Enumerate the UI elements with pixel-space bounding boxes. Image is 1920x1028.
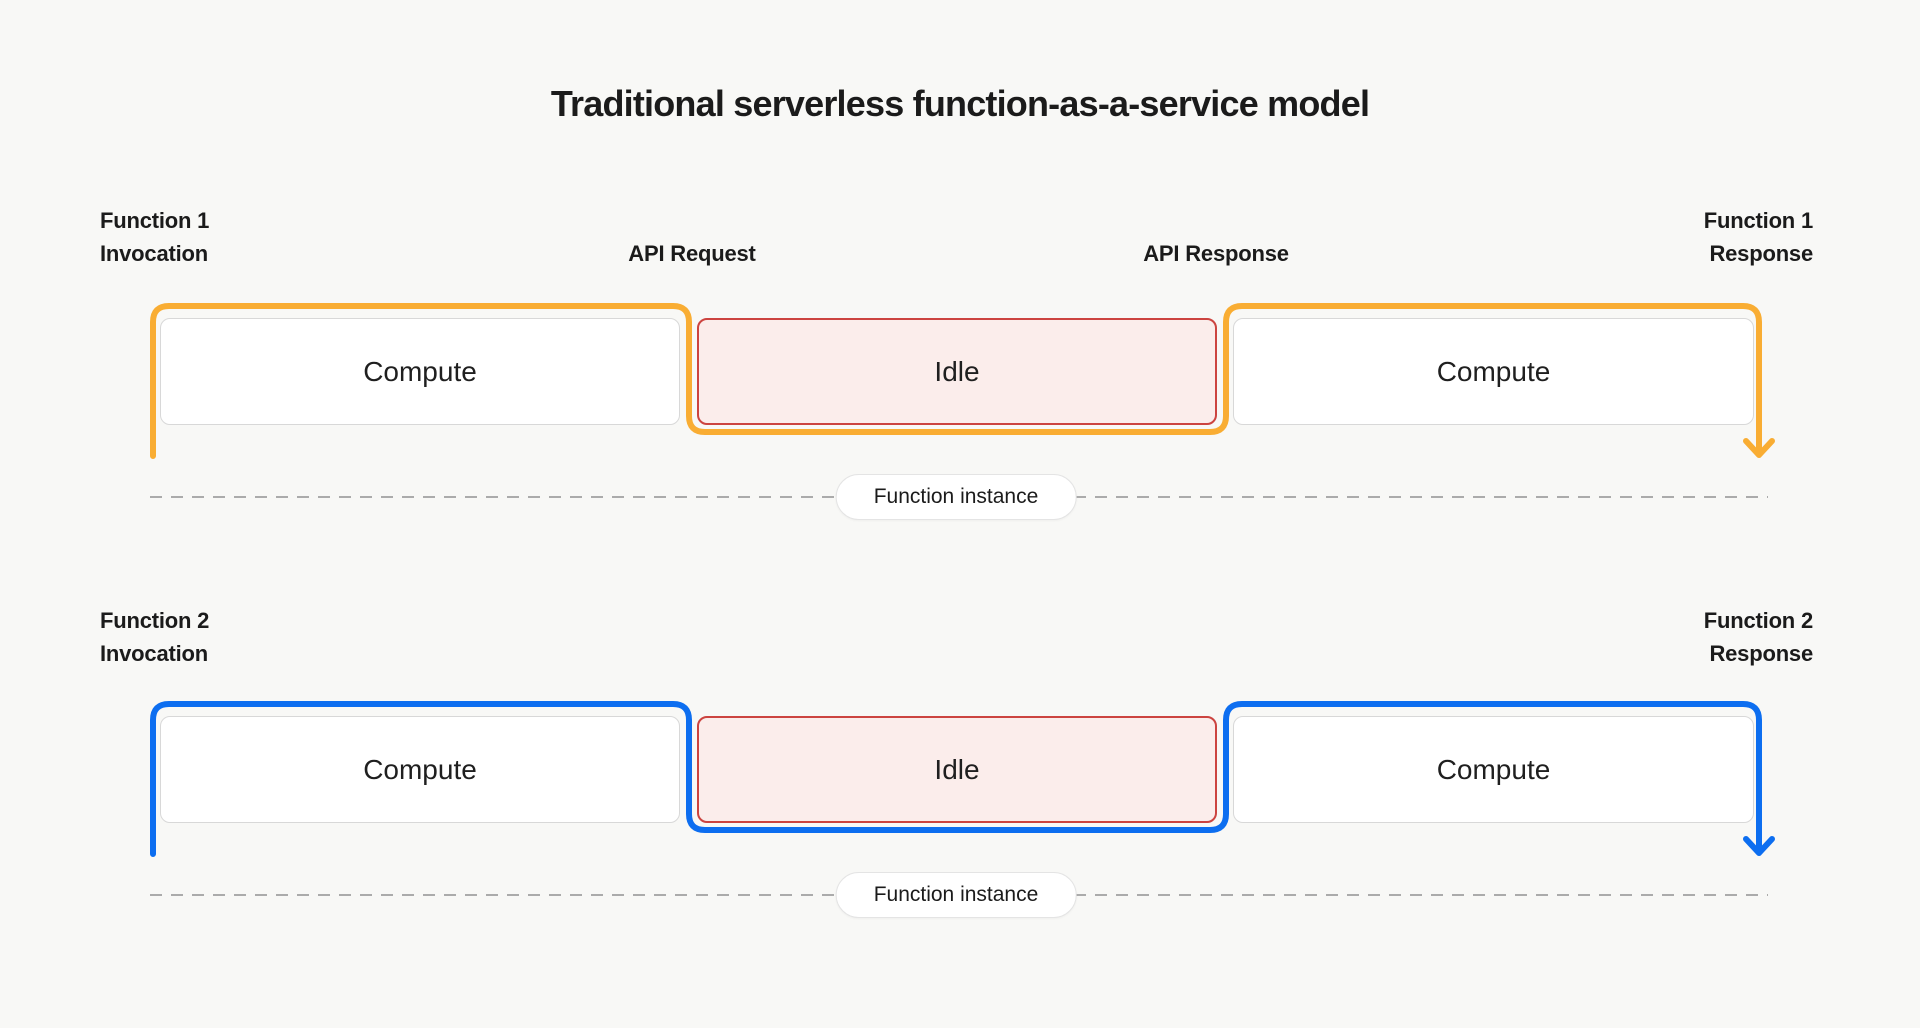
function1-flow-path (150, 303, 1762, 459)
function1-response-line2: Response (1709, 241, 1813, 266)
function2-response-line1: Function 2 (1703, 608, 1813, 633)
function2-flow-path (150, 701, 1762, 857)
function2-response-line2: Response (1709, 641, 1813, 666)
function2-arrowhead-icon (1743, 836, 1775, 856)
function1-idle-box: Idle (697, 318, 1217, 425)
page-title: Traditional serverless function-as-a-ser… (550, 83, 1370, 124)
function1-response-label: Function 1 Response (1603, 204, 1813, 270)
function2-invocation-line1: Function 2 (100, 608, 210, 633)
function1-response-line1: Function 1 (1703, 208, 1813, 233)
function2-idle-box: Idle (697, 716, 1217, 823)
function1-compute-box-2: Compute (1233, 318, 1754, 425)
function2-response-label: Function 2 Response (1603, 604, 1813, 670)
function1-invocation-label: Function 1 Invocation (100, 204, 209, 270)
function2-instance-pill: Function instance (835, 872, 1077, 918)
function1-api-request-label: API Request (628, 241, 756, 266)
function1-api-response-label: API Response (1143, 241, 1289, 266)
function1-compute-box-1: Compute (160, 318, 680, 425)
function2-compute-box-1: Compute (160, 716, 680, 823)
function2-invocation-label: Function 2 Invocation (100, 604, 209, 670)
function2-invocation-line2: Invocation (100, 641, 209, 666)
function1-invocation-line2: Invocation (100, 241, 209, 266)
function1-arrowhead-icon (1743, 438, 1775, 458)
function1-invocation-line1: Function 1 (100, 208, 210, 233)
function1-instance-pill: Function instance (835, 474, 1077, 520)
function2-compute-box-2: Compute (1233, 716, 1754, 823)
